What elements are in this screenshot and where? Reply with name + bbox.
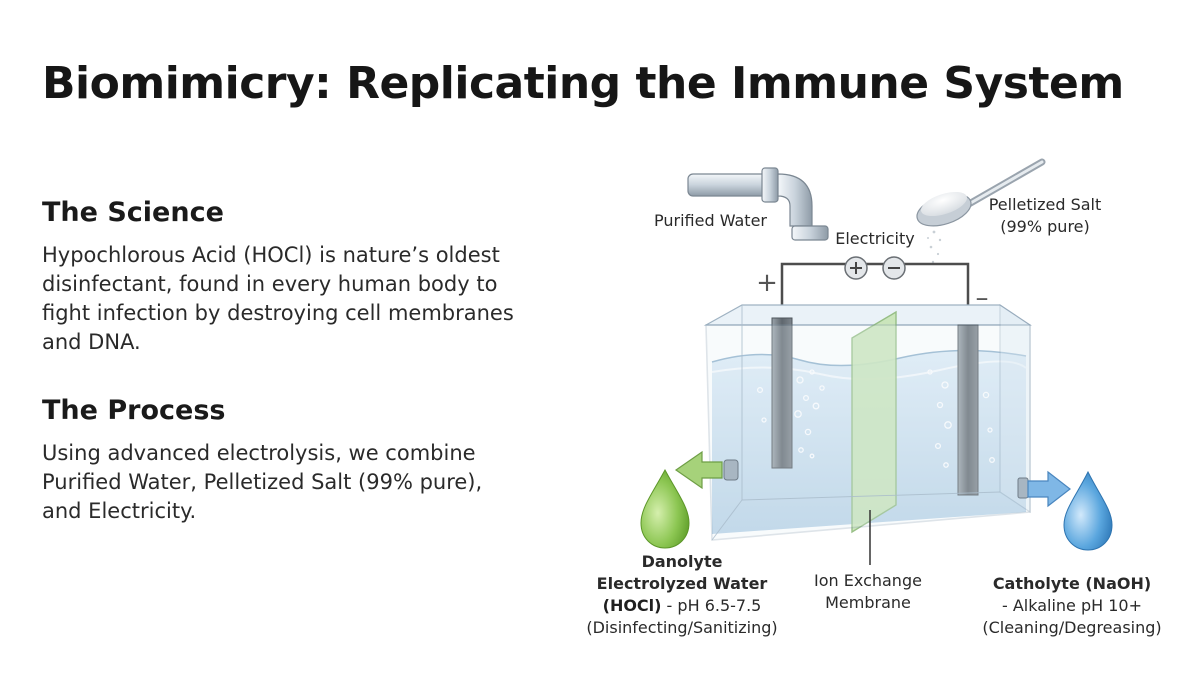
danolyte-label-line4: (Disinfecting/Sanitizing) xyxy=(586,618,777,637)
ion-exchange-membrane xyxy=(851,310,897,534)
purified-water-label: Purified Water xyxy=(654,211,767,230)
danolyte-label-line3: (HOCl) - pH 6.5-7.5 xyxy=(603,596,762,615)
page-title: Biomimicry: Replicating the Immune Syste… xyxy=(42,58,1124,109)
water-pipe xyxy=(687,167,829,241)
danolyte-drop-icon xyxy=(640,468,690,549)
membrane-label-line1: Ion Exchange xyxy=(814,571,922,590)
salt-spoon xyxy=(916,158,1046,264)
process-heading: The Process xyxy=(42,395,226,426)
negative-terminal-icon xyxy=(882,256,906,280)
catholyte-label-line3: (Cleaning/Degreasing) xyxy=(982,618,1161,637)
electrolysis-tank xyxy=(703,303,1032,541)
salt-label-line2: (99% pure) xyxy=(1000,217,1090,236)
catholyte-drop-icon xyxy=(1063,470,1113,551)
catholyte-label-line1: Catholyte (NaOH) xyxy=(993,574,1151,593)
salt-label-line1: Pelletized Salt xyxy=(989,195,1102,214)
plus-sign: + xyxy=(756,268,778,298)
danolyte-ph: - pH 6.5-7.5 xyxy=(661,596,761,615)
membrane-label-line2: Membrane xyxy=(825,593,911,612)
danolyte-outlet-arrow xyxy=(674,450,739,490)
catholyte-outlet-arrow xyxy=(1017,470,1071,508)
electricity-label: Electricity xyxy=(835,229,914,248)
catholyte-label-line2: - Alkaline pH 10+ xyxy=(1002,596,1142,615)
science-heading: The Science xyxy=(42,197,224,228)
danolyte-hocl: (HOCl) xyxy=(603,596,662,615)
danolyte-label-line1: Danolyte xyxy=(642,552,723,571)
electrolysis-diagram: Purified Water Pelletized Salt (99% pure… xyxy=(586,158,1162,637)
danolyte-label-line2: Electrolyzed Water xyxy=(597,574,768,593)
process-body: Using advanced electrolysis, we combine … xyxy=(42,441,483,523)
science-body: Hypochlorous Acid (HOCl) is nature’s old… xyxy=(42,243,514,354)
positive-terminal-icon xyxy=(844,256,868,280)
